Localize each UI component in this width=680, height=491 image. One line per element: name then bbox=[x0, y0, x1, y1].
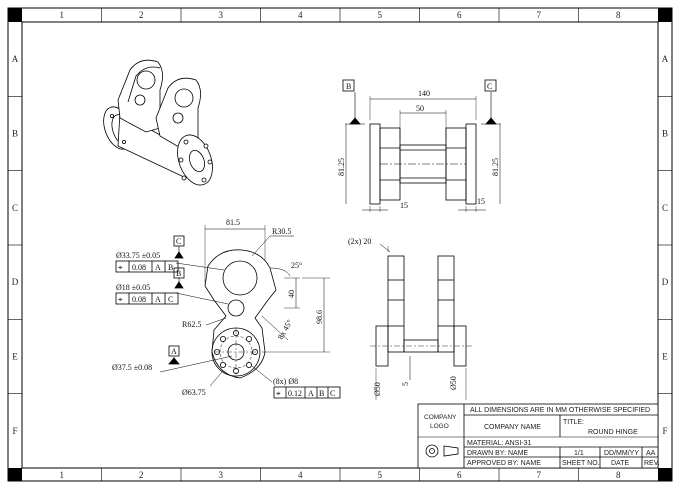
dim-81-25-right: 81.25 bbox=[491, 158, 500, 176]
zone-col-label-top: 2 bbox=[139, 10, 144, 20]
corner-block bbox=[658, 8, 672, 22]
dim-50: 50 bbox=[416, 104, 424, 113]
fcf-bolt-datum-1: A bbox=[308, 389, 314, 398]
zone-col-label-bottom: 1 bbox=[60, 470, 65, 480]
dim-5: 5 bbox=[401, 382, 410, 386]
zone-col-label-bottom: 8 bbox=[616, 470, 621, 480]
dim-15-right: 15 bbox=[477, 197, 485, 206]
sheet-no-label: SHEET NO. bbox=[562, 460, 600, 467]
datum-c-label: C bbox=[487, 82, 492, 91]
dim-15-left: 15 bbox=[400, 201, 408, 210]
fcf-large-symbol: ⌖ bbox=[118, 263, 123, 272]
isometric-view bbox=[103, 59, 213, 186]
dim-2x20: (2x) 20 bbox=[348, 237, 371, 246]
zone-col-label-top: 5 bbox=[378, 10, 383, 20]
inner-border bbox=[21, 21, 659, 469]
dim-d50-left: Ø50 bbox=[373, 382, 382, 396]
hole-small-spec: Ø18 ±0.05 bbox=[116, 283, 150, 292]
dim-40: 40 bbox=[287, 290, 296, 298]
zone-col-label-top: 6 bbox=[457, 10, 462, 20]
bolt-holes-spec: (8x) Ø8 bbox=[273, 377, 298, 386]
rev-value: AA bbox=[646, 450, 656, 457]
fcf-small-datum-2: C bbox=[168, 295, 173, 304]
drawing-title: ROUND HINGE bbox=[588, 429, 638, 436]
fcf-large-tol: 0.08 bbox=[132, 263, 146, 272]
zone-row-label-right: E bbox=[662, 352, 668, 362]
fcf-small-symbol: ⌖ bbox=[118, 295, 123, 304]
zone-col-label-top: 7 bbox=[537, 10, 542, 20]
corner-block bbox=[658, 468, 672, 481]
top-view bbox=[370, 243, 472, 400]
fcf-bolt-symbol: ⌖ bbox=[276, 389, 281, 398]
date-label: DATE bbox=[611, 460, 629, 467]
zone-row-label-left: F bbox=[12, 426, 17, 436]
dim-r30-5: R30.5 bbox=[272, 227, 291, 236]
zone-col-label-top: 8 bbox=[616, 10, 621, 20]
dim-d63-75: Ø63.75 bbox=[182, 388, 206, 397]
company-name: COMPANY NAME bbox=[484, 424, 541, 431]
scale-value: 1/1 bbox=[574, 450, 584, 457]
zone-col-label-bottom: 5 bbox=[378, 470, 383, 480]
date-value: DD/MM/YY bbox=[604, 450, 639, 457]
zone-col-label-top: 3 bbox=[219, 10, 224, 20]
zone-row-label-left: A bbox=[12, 54, 19, 64]
zone-row-label-right: F bbox=[662, 426, 667, 436]
zone-row-label-left: E bbox=[12, 352, 18, 362]
datum-b-label: B bbox=[346, 82, 351, 91]
zone-col-label-top: 4 bbox=[298, 10, 303, 20]
material: MATERIAL: ANSI-31 bbox=[467, 440, 532, 447]
zone-row-label-right: B bbox=[662, 129, 668, 139]
flange-dia-spec: Ø37.5 ±0.08 bbox=[112, 363, 152, 372]
fcf-bolt-tol: 0.12 bbox=[288, 389, 302, 398]
dimension-note: ALL DIMENSIONS ARE IN MM OTHERWISE SPECI… bbox=[470, 407, 650, 414]
dim-81-25-left: 81.25 bbox=[337, 158, 346, 176]
datum-b-box: B bbox=[176, 269, 181, 278]
dim-81-5: 81.5 bbox=[226, 218, 240, 227]
zone-col-label-bottom: 2 bbox=[139, 470, 144, 480]
drawn-by: DRAWN BY: NAME bbox=[467, 450, 529, 457]
zone-row-label-left: D bbox=[12, 277, 19, 287]
zone-col-label-bottom: 4 bbox=[298, 470, 303, 480]
fcf-large-datum-1: A bbox=[155, 263, 161, 272]
zone-row-label-left: C bbox=[12, 203, 18, 213]
fcf-bolt-datum-2: B bbox=[319, 389, 324, 398]
corner-block bbox=[8, 8, 22, 22]
dim-d50-right: Ø50 bbox=[449, 376, 458, 390]
dim-140: 140 bbox=[418, 89, 430, 98]
dim-r62-5: R62.5 bbox=[182, 320, 201, 329]
fcf-small-datum-1: A bbox=[155, 295, 161, 304]
zone-row-label-right: A bbox=[662, 54, 669, 64]
approved-by: APPROVED BY: NAME bbox=[467, 460, 541, 467]
fcf-large-datum-2: B bbox=[168, 263, 173, 272]
zone-row-label-right: C bbox=[662, 203, 668, 213]
title-block bbox=[417, 403, 659, 469]
fcf-bolt-datum-3: C bbox=[330, 389, 335, 398]
title-label: TITLE: bbox=[563, 419, 584, 426]
datum-c-box: C bbox=[176, 237, 181, 246]
dim-98-6: 98.6 bbox=[315, 310, 324, 324]
datum-a-box: A bbox=[171, 347, 177, 356]
fcf-small-tol: 0.08 bbox=[132, 295, 146, 304]
zone-col-label-bottom: 6 bbox=[457, 470, 462, 480]
hole-large-spec: Ø33.75 ±0.05 bbox=[116, 251, 160, 260]
front-view bbox=[342, 79, 501, 212]
dim-8x45: 8x 45° bbox=[276, 318, 294, 341]
side-view bbox=[115, 225, 341, 399]
dim-angle-25: 25° bbox=[291, 261, 302, 270]
zone-row-label-right: D bbox=[662, 277, 669, 287]
zone-col-label-top: 1 bbox=[60, 10, 65, 20]
zone-col-label-bottom: 7 bbox=[537, 470, 542, 480]
zone-col-label-bottom: 3 bbox=[219, 470, 224, 480]
corner-block bbox=[8, 468, 22, 481]
zone-row-label-left: B bbox=[12, 129, 18, 139]
rev-label: REV. bbox=[644, 460, 660, 467]
